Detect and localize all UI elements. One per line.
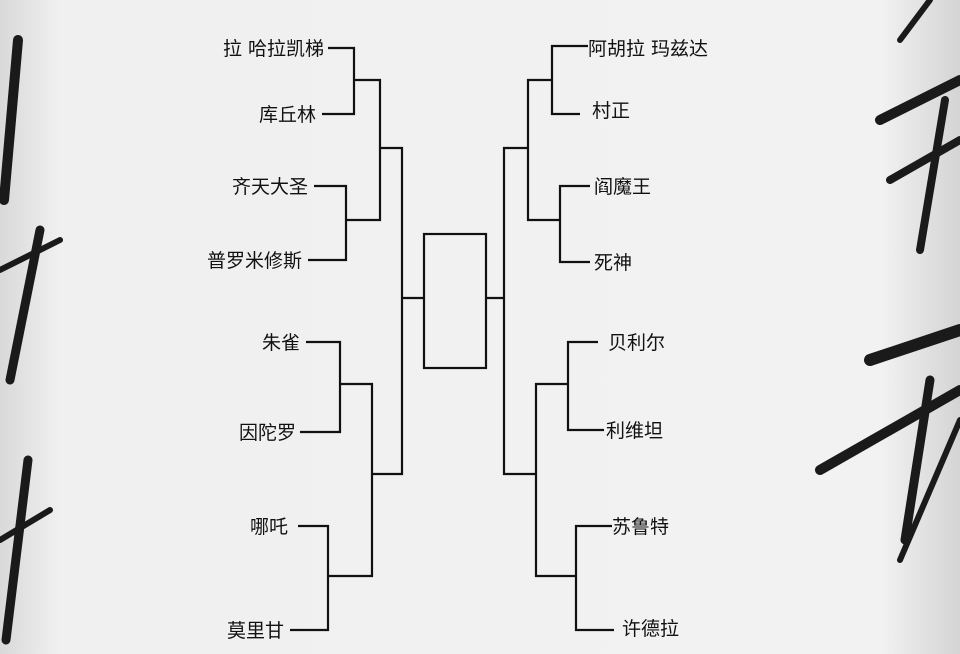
right-semi-1: [526, 78, 560, 222]
right-entrant-6: 利维坦: [606, 420, 664, 442]
left-entrant-6: 因陀罗: [238, 422, 296, 444]
left-final-connector: [372, 146, 404, 476]
right-entrant-4: 死神: [594, 252, 633, 274]
right-entrant-7: 苏鲁特: [612, 516, 670, 538]
right-entrant-8: 许德拉: [622, 618, 680, 640]
right-entrant-5: 贝利尔: [608, 332, 666, 354]
right-entrant-1: 阿胡拉 玛兹达: [588, 38, 709, 60]
left-entrant-2: 库丘林: [258, 104, 316, 126]
right-entrant-3: 阎魔王: [594, 176, 652, 198]
left-entrant-5: 朱雀: [261, 332, 300, 354]
right-semi-2: [534, 382, 576, 578]
left-brush-strokes: [0, 35, 63, 645]
left-semi-2: [328, 382, 374, 578]
right-final-connector: [502, 146, 536, 476]
right-brush-strokes: [815, 0, 960, 563]
left-match-3: [300, 340, 342, 434]
right-entrant-2: 村正: [592, 100, 631, 122]
left-match-4: [290, 524, 330, 632]
left-semi-1: [346, 78, 382, 222]
left-entrant-4: 普罗米修斯: [206, 250, 302, 272]
right-match-4: [574, 524, 614, 632]
left-match-2: [308, 184, 348, 262]
right-match-3: [566, 340, 604, 432]
left-match-1: [322, 46, 356, 116]
left-entrant-7: 哪吒: [249, 516, 288, 538]
left-entrant-8: 莫里甘: [226, 620, 284, 642]
right-match-2: [558, 184, 590, 264]
right-match-1: [550, 44, 588, 116]
left-entrant-3: 齐天大圣: [231, 176, 308, 198]
champion-box: [422, 232, 488, 370]
left-entrant-1: 拉 哈拉凯梯: [222, 38, 324, 60]
